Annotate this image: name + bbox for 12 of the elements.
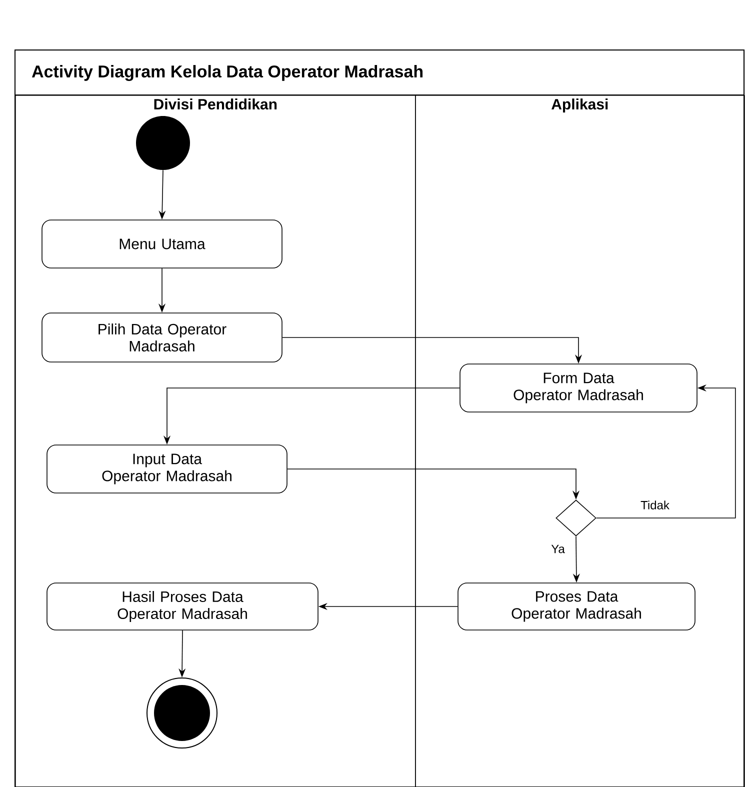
decision-diamond	[556, 500, 596, 536]
activity-box: Input Data Operator Madrasah	[46, 444, 288, 494]
edge-label: Ya	[550, 544, 566, 554]
activity-box: Form Data Operator Madrasah	[460, 364, 698, 412]
activity-box: Hasil Proses Data Operator Madrasah	[46, 582, 318, 630]
start-node	[136, 116, 190, 170]
edge-label: Tidak	[640, 500, 670, 510]
end-node	[146, 678, 218, 748]
activity-box: Proses Data Operator Madrasah	[458, 582, 696, 630]
activity-box: Pilih Data Operator Madrasah	[42, 312, 282, 362]
activity-box: Menu Utama	[42, 220, 282, 268]
diagram-title: Activity Diagram Kelola Data Operator Madrasah	[32, 65, 423, 81]
